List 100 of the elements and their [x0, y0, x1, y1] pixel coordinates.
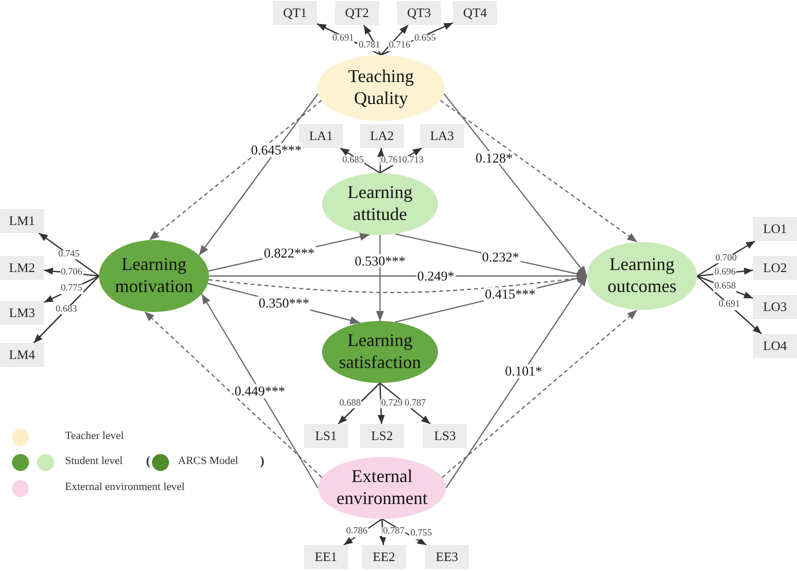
arrow [198, 93, 318, 256]
parenthesis: ( [146, 453, 150, 469]
arrow [380, 382, 431, 424]
indicator-label: LS2 [371, 428, 393, 444]
indicator-label: LS1 [315, 428, 337, 444]
arrow [382, 518, 427, 546]
indicator-label: EE3 [436, 549, 458, 565]
indicator-box [360, 124, 404, 148]
indicator-label: LM4 [9, 347, 35, 363]
indicator-label: LM1 [9, 213, 35, 229]
indicator-box [420, 124, 464, 148]
arrow [44, 275, 100, 304]
arrow [380, 147, 422, 174]
legend-label: External environment level [65, 481, 185, 493]
indicator-box [753, 334, 797, 358]
variable-label: Learning attitude [346, 182, 414, 226]
edge-label: 0.128* [474, 150, 514, 164]
indicator-label: LO3 [763, 299, 787, 315]
indicator-label: LA2 [370, 128, 394, 144]
arrow [696, 240, 756, 277]
indicator-label: QT4 [463, 5, 487, 21]
indicator-box [0, 209, 44, 233]
parenthesis: ) [260, 453, 264, 469]
arrow [33, 276, 100, 344]
arrow [446, 276, 588, 488]
indicator-label: EE2 [372, 549, 396, 565]
edge-label: 0.449*** [234, 384, 286, 398]
edge-label: 0.787 [382, 527, 406, 537]
edge-label: 0.706 [60, 268, 84, 278]
dashed-arrow [148, 100, 322, 241]
edge-label: 0.655 [413, 34, 437, 44]
indicator-box [360, 424, 404, 448]
indicator-box [0, 301, 44, 325]
edge-label: 0.745 [57, 250, 81, 260]
edge-label: 0.691 [718, 300, 741, 310]
indicator-box [273, 1, 317, 25]
indicator-box [304, 545, 348, 569]
edge-label: 0.685 [341, 156, 365, 166]
edge-label: 0.781 [358, 41, 382, 51]
arrow [377, 148, 384, 174]
arrow [696, 276, 762, 334]
indicator-label: QT1 [283, 5, 307, 21]
indicator-box [397, 1, 441, 25]
indicator-box [362, 545, 406, 569]
edge-label: 0.729 [380, 398, 404, 408]
variable-label: Teaching Quality [347, 66, 415, 110]
arrow [380, 24, 409, 56]
indicator-box [753, 256, 797, 280]
edge-label: 0.761 [380, 156, 404, 166]
edge-label: 0.775 [60, 284, 84, 294]
variable-label: External environment [336, 466, 428, 510]
arrow [340, 147, 380, 174]
edge-label: 0.101* [504, 364, 544, 378]
variable-label: Learning outcomes [606, 254, 678, 298]
edge-label: 0.658 [713, 282, 737, 292]
arrow [38, 232, 100, 277]
edge-label: 0.415*** [484, 288, 537, 302]
arrow [378, 382, 385, 424]
edge-label: 0.755 [410, 529, 433, 539]
indicator-label: LA3 [430, 128, 454, 144]
indicator-label: QT3 [407, 5, 431, 21]
edge-label: 0.350*** [258, 296, 310, 310]
indicator-label: LM2 [9, 260, 35, 276]
edge-label: 0.683 [54, 304, 78, 314]
edge-label: 0.232* [481, 250, 520, 264]
indicator-label: LM3 [9, 305, 35, 321]
dashed-arrow [144, 311, 322, 478]
edge-label: 0.249* [416, 269, 456, 283]
edge-label: 0.716 [388, 41, 412, 51]
indicator-box [423, 424, 467, 448]
indicator-label: LO1 [763, 221, 787, 237]
arrow [201, 294, 319, 488]
variable-label: Learning satisfaction [338, 330, 422, 374]
edge-label: 0.696 [713, 268, 737, 278]
edge-label: 0.786 [345, 527, 369, 537]
edge-label: 0.822*** [262, 246, 316, 260]
legend-label: Student level [65, 455, 123, 467]
arrow [363, 24, 382, 56]
edge-label: 0.645*** [250, 144, 303, 158]
indicator-box [753, 217, 797, 241]
indicator-box [753, 295, 797, 319]
indicator-label: EE1 [314, 549, 338, 565]
indicator-box [304, 424, 348, 448]
arrow [379, 518, 386, 546]
edge-label: 0.787 [403, 398, 427, 408]
legend-label: Teacher level [65, 430, 124, 442]
indicator-box [425, 545, 469, 569]
indicator-box [453, 1, 497, 25]
edge-label: 0.688 [338, 398, 362, 408]
indicator-box [0, 343, 44, 367]
variable-label: Learning motivation [114, 254, 194, 298]
dashed-arrow [440, 100, 638, 243]
indicator-label: LO4 [763, 338, 787, 354]
indicator-box [299, 124, 343, 148]
indicator-box [335, 1, 379, 25]
indicator-label: LA1 [309, 128, 333, 144]
edge-label: 0.530*** [354, 254, 406, 268]
arrow [380, 22, 454, 56]
legend-label: ARCS Model [178, 455, 238, 467]
edge-label: 0.713 [401, 156, 425, 166]
